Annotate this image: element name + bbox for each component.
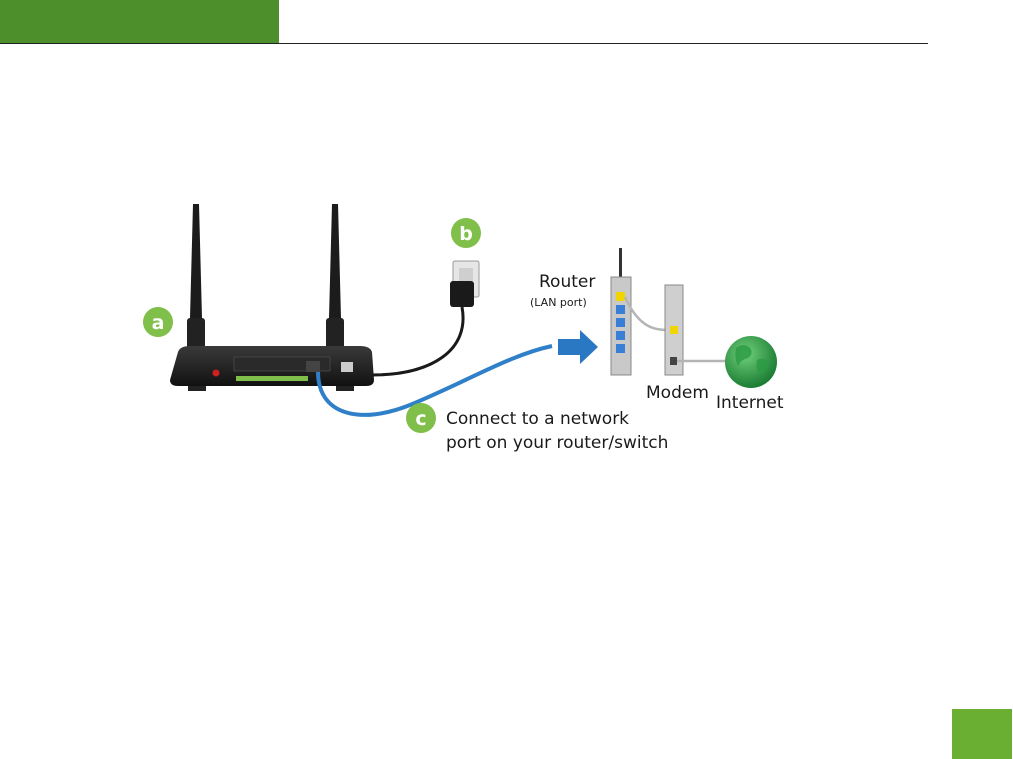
modem-label: Modem [646, 383, 709, 403]
step-a-badge: a [143, 307, 173, 337]
step-c-badge: c [406, 403, 436, 433]
svg-text:b: b [459, 223, 473, 245]
step-c-instruction-line1: Connect to a network [446, 409, 629, 429]
power-cable [372, 307, 463, 375]
left-antenna [187, 204, 205, 360]
lan-router [611, 248, 631, 375]
router-sublabel: (LAN port) [530, 296, 587, 309]
step-b-badge: b [451, 218, 481, 248]
right-antenna [326, 204, 344, 360]
arrow-to-router [558, 330, 598, 364]
router-label: Router [539, 272, 595, 292]
step-c-instruction-line2: port on your router/switch [446, 433, 668, 453]
svg-text:a: a [152, 312, 165, 334]
wireless-device [170, 346, 374, 391]
page-number-badge [952, 709, 1012, 759]
globe-icon [725, 336, 777, 388]
svg-text:c: c [415, 408, 426, 430]
internet-label: Internet [716, 393, 784, 413]
power-outlet-icon [450, 261, 479, 307]
